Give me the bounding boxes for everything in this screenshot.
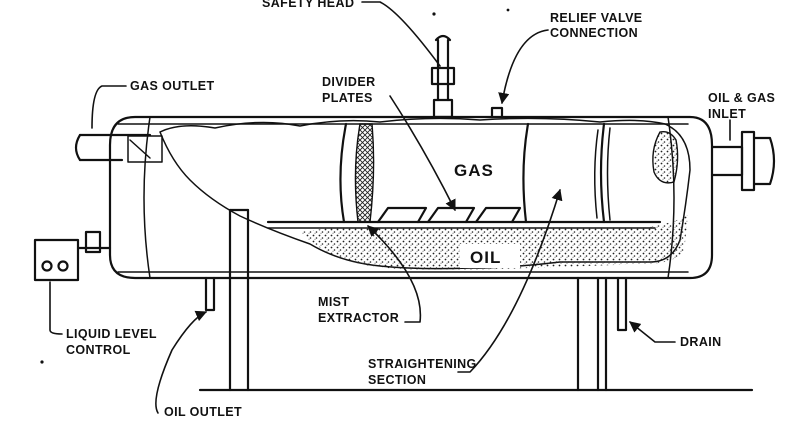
straightening-section: [522, 122, 530, 224]
straightening-vanes: [599, 122, 606, 224]
liquid-level-label: LIQUID LEVEL: [66, 327, 157, 341]
gas-outlet-leader: [91, 85, 127, 129]
liquid-level-control: [33, 230, 112, 282]
oil-label: OIL: [470, 248, 501, 267]
dot-mark: [40, 360, 44, 364]
relief-valve-label: RELIEF VALVE: [550, 11, 643, 25]
divider-plates-label-2: PLATES: [322, 91, 373, 105]
gas-outlet-label: GAS OUTLET: [130, 79, 215, 93]
relief-valve-nozzle: [490, 106, 504, 119]
straightening-label: STRAIGHTENING: [368, 357, 477, 371]
oil-outlet-label: OIL OUTLET: [164, 405, 242, 419]
divider-plates-leader: [389, 95, 456, 212]
gas-label: GAS: [454, 161, 494, 180]
safety-head: [430, 34, 456, 119]
straightening-leader: [457, 188, 563, 373]
drain-leader: [629, 321, 676, 343]
gas-outlet-pipe: [74, 133, 163, 163]
drain-label: DRAIN: [680, 335, 722, 349]
mist-extractor-leader: [367, 225, 422, 323]
dot-mark: [432, 12, 436, 16]
relief-valve-label-2: CONNECTION: [550, 26, 638, 40]
mist-extractor-label: MIST: [318, 295, 349, 309]
inlet-label-2: INLET: [708, 107, 746, 121]
safety-head-leader: [361, 1, 441, 67]
relief-valve-leader: [498, 29, 549, 105]
drain-pipe: [616, 276, 628, 332]
safety-head-label: SAFETY HEAD: [262, 0, 354, 10]
liquid-level-label-2: CONTROL: [66, 343, 131, 357]
mist-extractor-label-2: EXTRACTOR: [318, 311, 399, 325]
oil-gas-inlet: [710, 130, 776, 192]
dot-mark: [506, 8, 510, 12]
cutaway-edge: [159, 117, 691, 270]
liquid-level-leader: [49, 281, 63, 335]
inlet-diverter: [652, 130, 679, 184]
oil-label-box: [460, 244, 520, 268]
saddle-right: [576, 276, 608, 392]
oil-outlet-leader: [155, 310, 208, 414]
saddle-left: [228, 208, 250, 392]
inlet-label: OIL & GAS: [708, 91, 775, 105]
straightening-label-2: SECTION: [368, 373, 426, 387]
mist-extractor: [354, 123, 375, 223]
divider-plates-label: DIVIDER: [322, 75, 376, 89]
oil-outlet-nozzle: [204, 276, 216, 312]
divider-plates: [376, 206, 522, 224]
